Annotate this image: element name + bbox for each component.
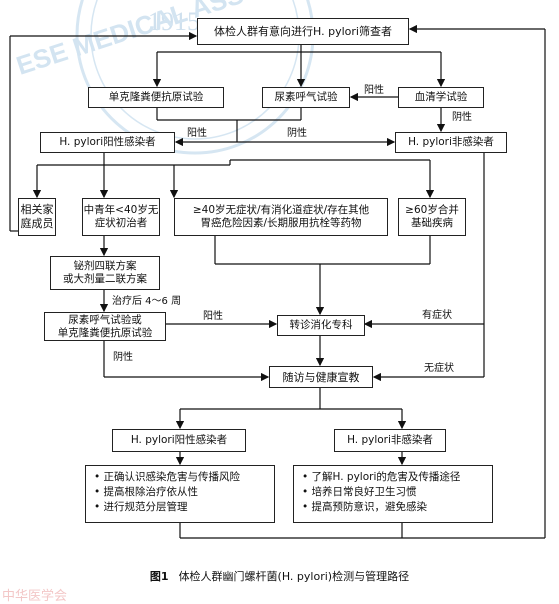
over60-box: ≥60岁合并 基础疾病 — [398, 198, 466, 236]
neg-item-3: • 提高预防意识，避免感染 — [302, 501, 428, 513]
pos-item-1: • 正确认识感染危害与传播风险 — [94, 471, 241, 483]
label-symptomatic: 有症状 — [422, 310, 452, 321]
hp-negative-box: H. pylori非感染者 — [395, 132, 507, 153]
label-recheck-positive: 阳性 — [203, 311, 223, 322]
watermark-corner-text: 中华医学会 — [2, 588, 67, 604]
label-serology-positive: 阳性 — [364, 85, 384, 96]
serology-box: 血清学试验 — [398, 87, 484, 108]
pos-item-3: • 进行规范分层管理 — [94, 501, 188, 513]
label-test-positive: 阳性 — [187, 128, 207, 139]
label-treat-weeks: 治疗后 4～6 周 — [112, 296, 182, 307]
recheck-box: 尿素呼气试验或 单克隆粪便抗原试验 — [44, 312, 166, 341]
followup-box: 随访与健康宣教 — [269, 366, 373, 388]
watermark-year: 1915 — [148, 7, 200, 36]
label-asymptomatic: 无症状 — [424, 363, 454, 374]
label-recheck-negative: 阴性 — [113, 352, 133, 363]
referral-box: 转诊消化专科 — [277, 315, 365, 336]
family-line-1: 相关家 — [20, 203, 54, 216]
figure-caption: 图1 体检人群幽门螺杆菌(H. pylori)检测与管理路径 — [0, 568, 559, 584]
breath-test-box: 尿素呼气试验 — [262, 87, 350, 108]
figure-caption-text: 体检人群幽门螺杆菌(H. pylori)检测与管理路径 — [178, 570, 410, 583]
over40-box: ≥40岁无症状/有消化道症状/存在其他 胃癌危险因素/长期服用抗栓等药物 — [174, 198, 388, 236]
pos-group-box: H. pylori阳性感染者 — [112, 429, 246, 452]
screening-box: 体检人群有意向进行H. pylori筛查者 — [197, 18, 409, 45]
family-members-box: 相关家 庭成员 — [18, 198, 56, 236]
regimen-box: 铋剂四联方案 或大剂量二联方案 — [50, 256, 160, 290]
stool-antigen-box: 单克隆粪便抗原试验 — [88, 87, 224, 108]
label-test-negative: 阴性 — [287, 128, 307, 139]
hp-positive-box: H. pylori阳性感染者 — [40, 132, 175, 153]
youth-box: 中青年<40岁无 症状初治者 — [82, 198, 160, 236]
neg-items-list: • 了解H. pylori的危害及传播途径 • 培养日常良好卫生习惯 • 提高预… — [293, 465, 493, 523]
label-serology-negative: 阴性 — [452, 112, 472, 123]
neg-item-2: • 培养日常良好卫生习惯 — [302, 486, 417, 498]
figure-number: 图1 — [149, 570, 169, 583]
neg-item-1: • 了解H. pylori的危害及传播途径 — [302, 471, 461, 483]
pos-item-2: • 提高根除治疗依从性 — [94, 486, 199, 498]
pos-items-list: • 正确认识感染危害与传播风险 • 提高根除治疗依从性 • 进行规范分层管理 — [85, 465, 275, 523]
family-line-2: 庭成员 — [20, 217, 54, 230]
neg-group-box: H. pylori非感染者 — [334, 429, 446, 452]
